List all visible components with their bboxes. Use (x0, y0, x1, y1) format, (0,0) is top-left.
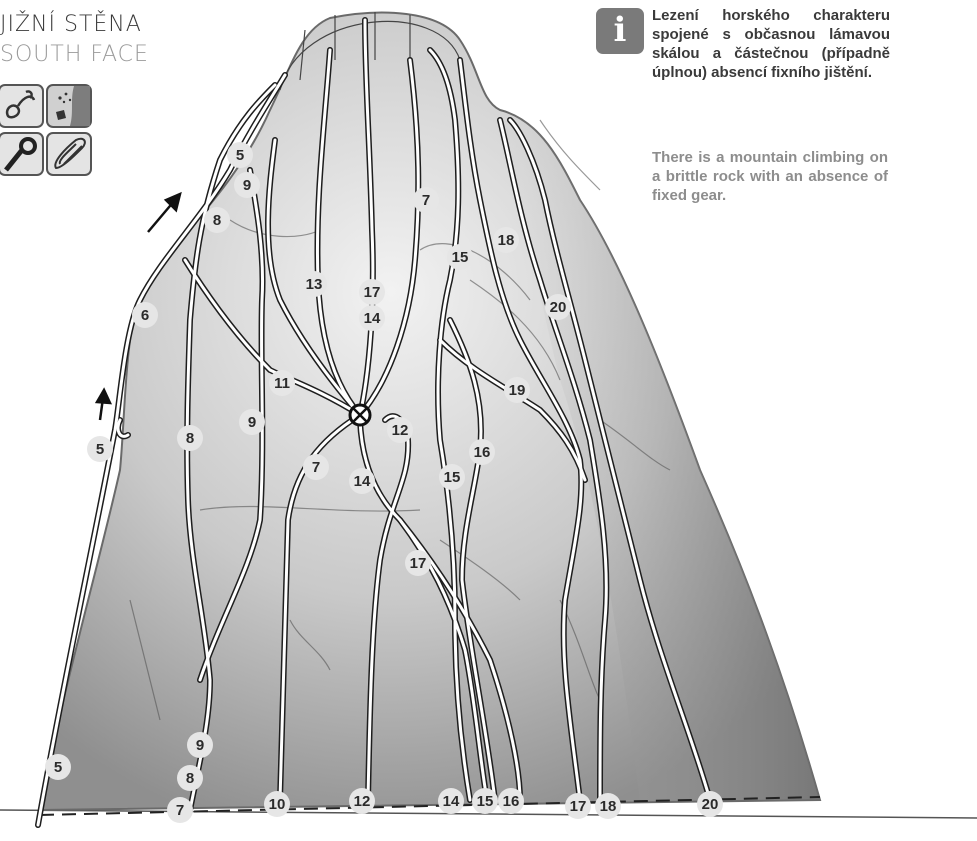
svg-text:17: 17 (570, 798, 587, 815)
route-badge: 11 (269, 370, 295, 396)
route-badge: 20 (697, 791, 723, 817)
svg-text:5: 5 (96, 441, 104, 458)
title-czech: JIŽNÍ STĚNA (0, 12, 142, 37)
route-badge: 18 (493, 227, 519, 253)
svg-text:5: 5 (54, 759, 62, 776)
rope-icon (46, 132, 92, 176)
svg-text:7: 7 (312, 459, 320, 476)
route-badge: 15 (439, 464, 465, 490)
route-badge: 12 (387, 417, 413, 443)
route-badge: 8 (177, 765, 203, 791)
title-english: SOUTH FACE (0, 42, 149, 67)
route-badge: 16 (469, 439, 495, 465)
svg-text:15: 15 (452, 249, 469, 266)
svg-text:13: 13 (306, 276, 323, 293)
arrow-head-icon (97, 390, 110, 403)
svg-text:17: 17 (364, 284, 381, 301)
route-badge: 14 (359, 305, 385, 331)
route-badge: 8 (177, 425, 203, 451)
route-badge: 14 (438, 788, 464, 814)
svg-text:18: 18 (498, 232, 515, 249)
svg-text:11: 11 (274, 375, 290, 392)
svg-text:7: 7 (422, 192, 430, 209)
svg-text:6: 6 (141, 307, 149, 324)
info-text-czech: Lezení horského charakteru spojené s obč… (652, 6, 890, 82)
svg-text:5: 5 (236, 147, 244, 164)
svg-text:8: 8 (186, 770, 194, 787)
route-badge: 6 (132, 302, 158, 328)
sling-icon (0, 132, 44, 176)
svg-text:10: 10 (269, 796, 286, 813)
route-badge: 17 (565, 793, 591, 819)
route-badge: 9 (234, 172, 260, 198)
route-badge: 17 (359, 279, 385, 305)
route-badge: 14 (349, 468, 375, 494)
svg-text:20: 20 (550, 299, 567, 316)
loose-rock-icon (46, 84, 92, 128)
route-badge: 19 (504, 377, 530, 403)
quickdraw-icon (0, 84, 44, 128)
route-badge: 5 (45, 754, 71, 780)
svg-text:8: 8 (186, 430, 194, 447)
belay-anchor-icon (350, 405, 370, 425)
route-badge: 7 (167, 797, 193, 823)
route-badge: 5 (227, 142, 253, 168)
route-badge: 16 (498, 788, 524, 814)
route-badge: 12 (349, 788, 375, 814)
svg-text:15: 15 (444, 469, 461, 486)
svg-text:18: 18 (600, 798, 617, 815)
svg-text:16: 16 (474, 444, 491, 461)
route-badge: 8 (204, 207, 230, 233)
svg-text:8: 8 (213, 212, 221, 229)
svg-text:7: 7 (176, 802, 184, 819)
svg-text:14: 14 (443, 793, 460, 810)
svg-text:14: 14 (364, 310, 381, 327)
svg-text:19: 19 (509, 382, 526, 399)
route-badge: 20 (545, 294, 571, 320)
svg-text:20: 20 (702, 796, 719, 813)
svg-text:16: 16 (503, 793, 520, 810)
route-badge: 13 (301, 271, 327, 297)
svg-text:9: 9 (243, 177, 251, 194)
svg-text:9: 9 (248, 414, 256, 431)
route-badge: 7 (303, 454, 329, 480)
route-badge: 18 (595, 793, 621, 819)
info-icon: i (596, 8, 644, 54)
svg-text:9: 9 (196, 737, 204, 754)
svg-text:15: 15 (477, 793, 494, 810)
svg-text:12: 12 (392, 422, 409, 439)
route-badge: 9 (239, 409, 265, 435)
route-badge: 9 (187, 732, 213, 758)
route-badge: 17 (405, 550, 431, 576)
route-badge: 15 (447, 244, 473, 270)
svg-text:12: 12 (354, 793, 371, 810)
svg-text:14: 14 (354, 473, 371, 490)
route-badge: 15 (472, 788, 498, 814)
route-badge: 5 (87, 436, 113, 462)
svg-text:17: 17 (410, 555, 427, 572)
info-text-english: There is a mountain climbing on a brittl… (652, 148, 888, 205)
route-badge: 7 (413, 187, 439, 213)
route-badge: 10 (264, 791, 290, 817)
